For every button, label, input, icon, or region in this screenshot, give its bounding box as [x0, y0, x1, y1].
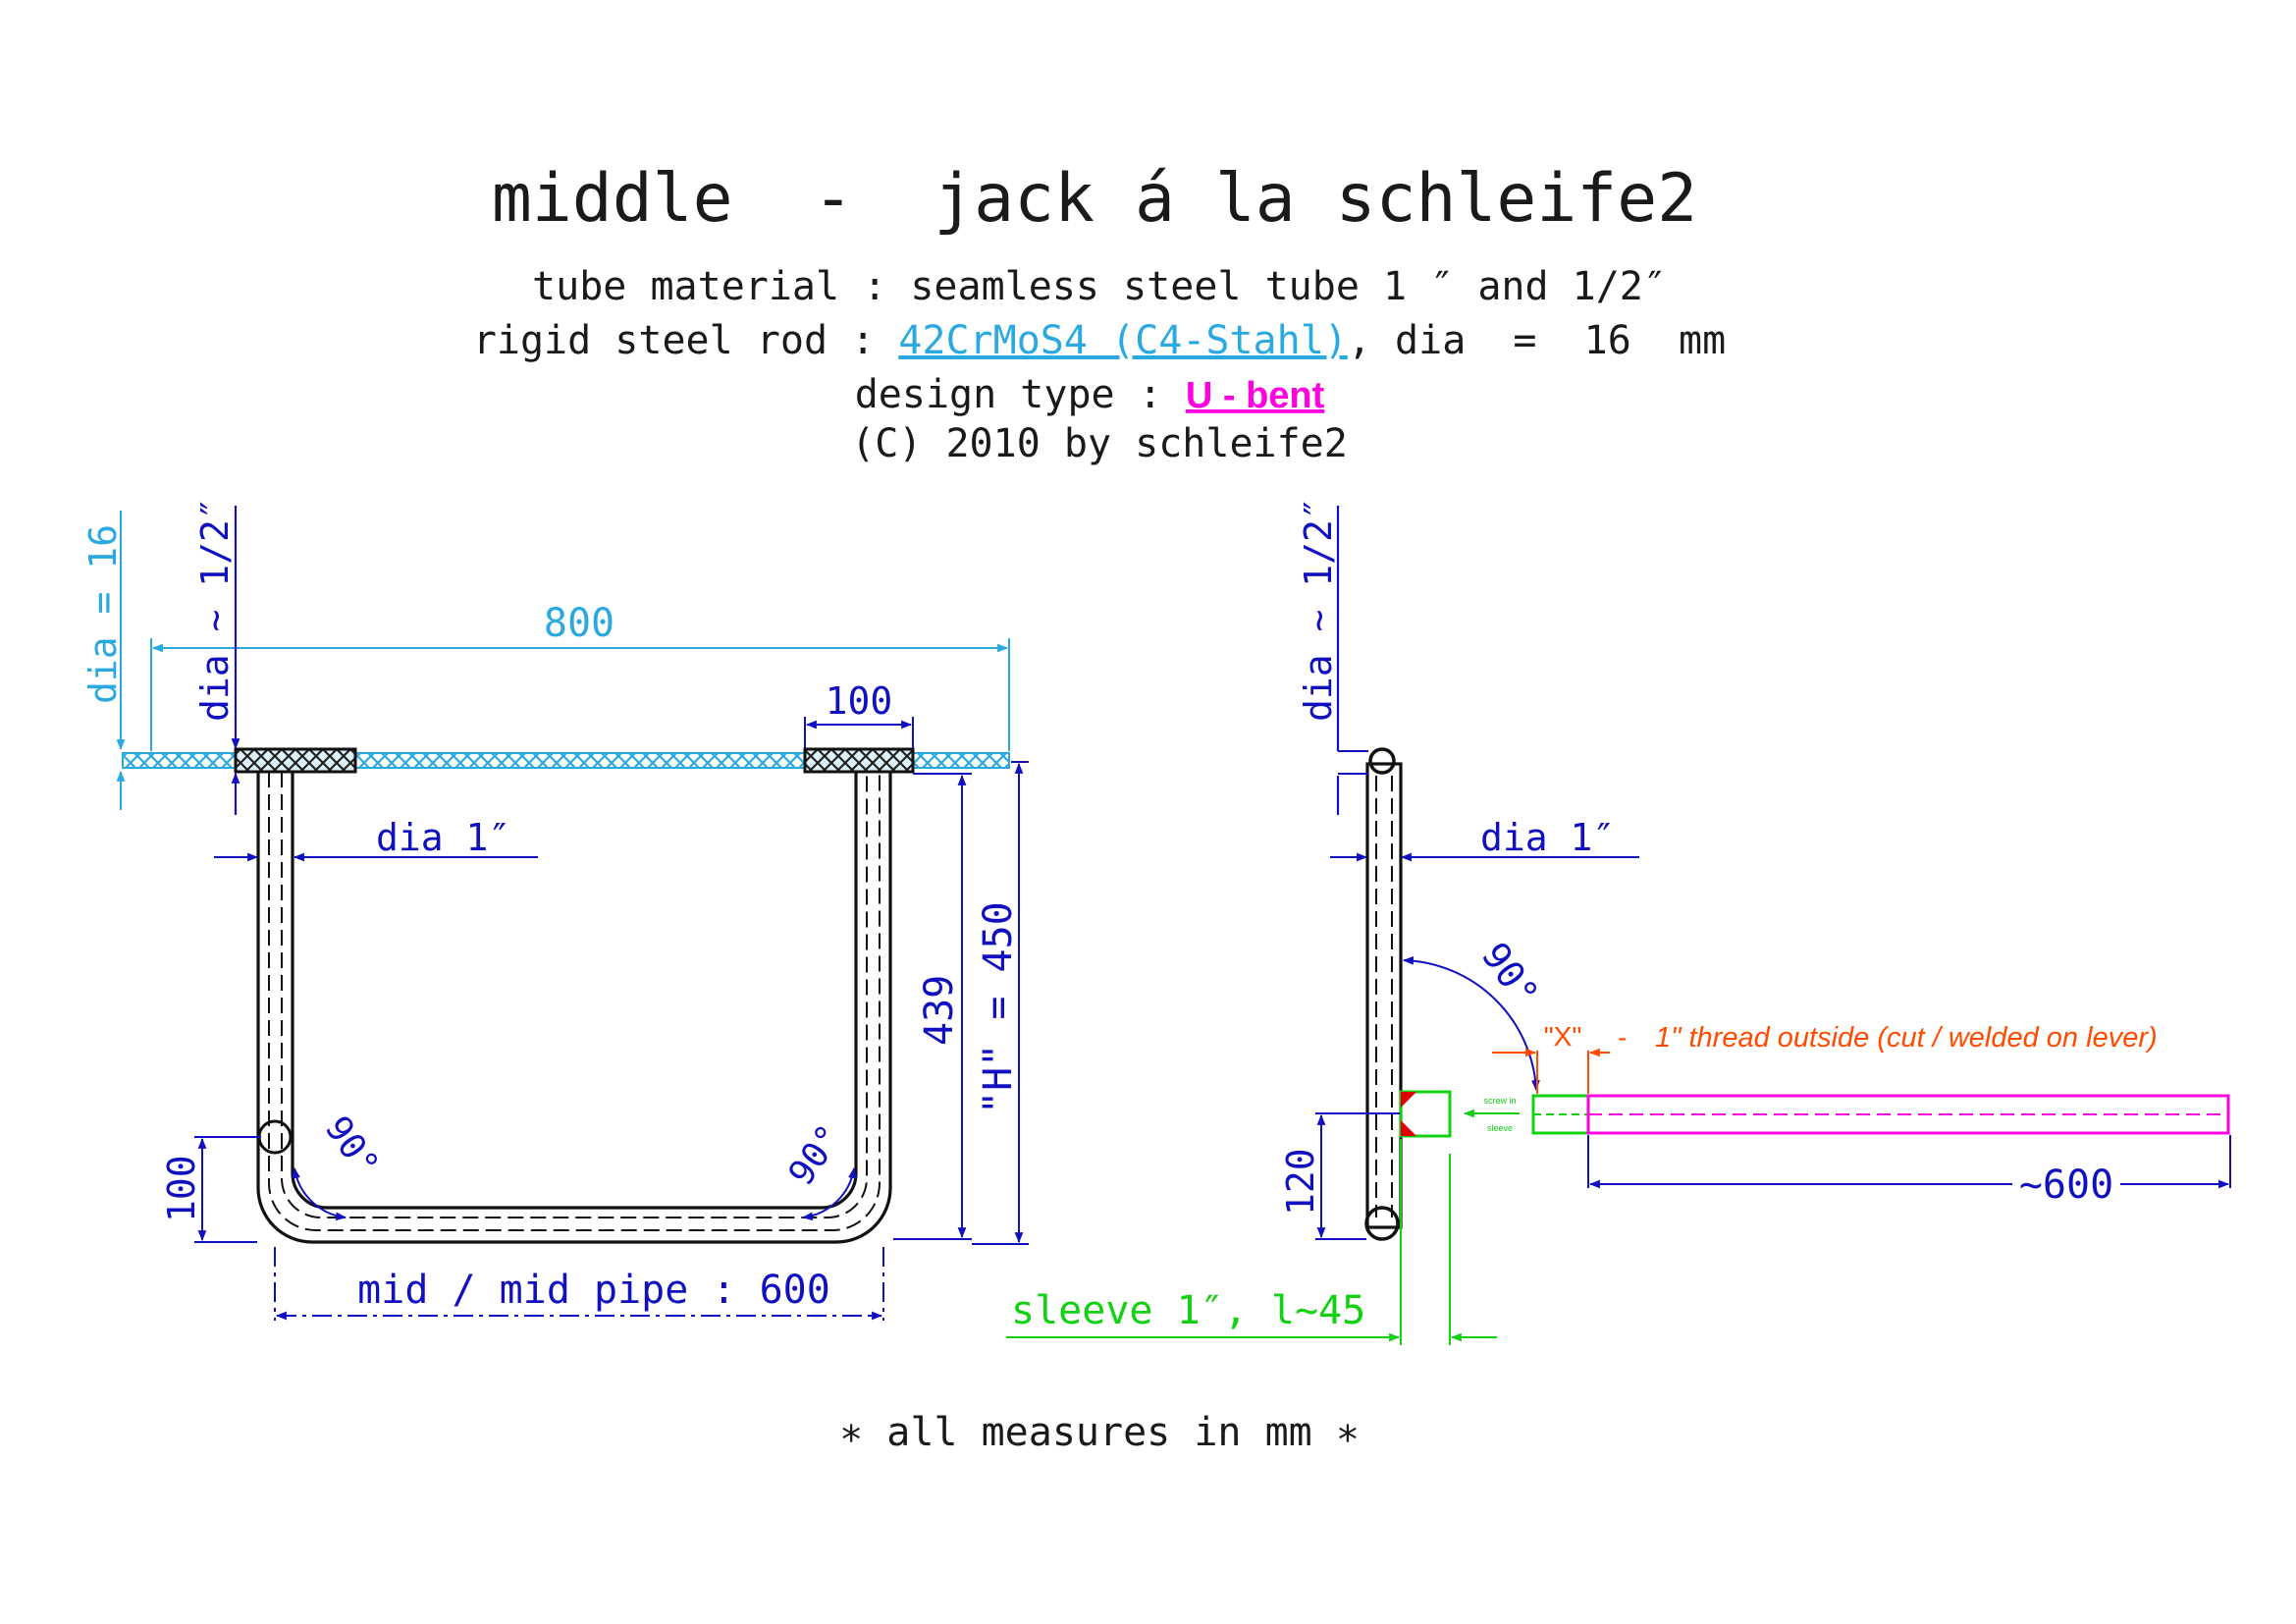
dia-rod-label: dia = 16 — [81, 524, 125, 704]
side-view: dia ~ 1/2″ dia 1″ 90° screw in sleeve "X… — [1006, 497, 2231, 1345]
side-angle-label: 90° — [1473, 935, 1547, 1014]
side-angle-arc — [1402, 955, 1540, 1092]
rod-material-link[interactable]: 42CrMoS4 (C4-Stahl) — [898, 318, 1348, 363]
footer-note: ∗ all measures in mm ∗ — [839, 1410, 1360, 1455]
tube-material-line: tube material : seamless steel tube 1 ″ … — [532, 264, 1667, 309]
copyright-line: (C) 2010 by schleife2 — [851, 421, 1348, 466]
x-label: "X" — [1544, 1021, 1582, 1052]
sleeve-label: sleeve 1″, l~45 — [1011, 1288, 1365, 1333]
dia-half-label: dia ~ 1/2″ — [193, 497, 237, 722]
weld-bottom — [1401, 1120, 1416, 1136]
bend-100-label: 100 — [160, 1155, 203, 1222]
weld-top — [1401, 1092, 1416, 1108]
angle-arc-left — [292, 1166, 347, 1221]
sleeve-small-label: sleeve — [1487, 1123, 1513, 1133]
dia1-label: dia 1″ — [376, 816, 510, 859]
length-800-label: 800 — [544, 601, 614, 646]
design-prefix: design type : — [855, 372, 1186, 417]
sleeve-on-tube — [1399, 1090, 1452, 1138]
angle-right-label: 90° — [781, 1117, 851, 1193]
sleeve-100-label: 100 — [826, 679, 893, 723]
side-tube — [1365, 762, 1403, 1229]
angle-arc-right — [801, 1166, 857, 1221]
side-dia-half-label: dia ~ 1/2″ — [1297, 497, 1340, 722]
design-type-link[interactable]: U - bent — [1186, 375, 1325, 416]
height-439-label: 439 — [917, 975, 962, 1046]
angle-left-label: 90° — [317, 1110, 387, 1185]
lever-600-label: ~600 — [2019, 1163, 2113, 1208]
rod-sleeve-right — [803, 747, 915, 774]
design-type-line: design type : U - bent — [855, 372, 1325, 417]
side-dia1-label: dia 1″ — [1480, 816, 1615, 859]
thread-note: 1" thread outside (cut / welded on lever… — [1655, 1022, 2158, 1054]
front-view: dia = 16 800 dia ~ 1/2″ 100 dia 1″ 439 "… — [81, 497, 1029, 1321]
screw-in-label: screw in — [1483, 1096, 1516, 1106]
u-tube-wall-dashed-inner — [281, 772, 868, 1218]
height-120-label: 120 — [1279, 1148, 1322, 1216]
side-tube-section-bottom — [1364, 1206, 1400, 1241]
mid-pipe-label: mid / mid pipe : 600 — [357, 1268, 830, 1313]
rod-prefix: rigid steel rod : — [473, 318, 898, 363]
rod-line: rigid steel rod : 42CrMoS4 (C4-Stahl), d… — [473, 318, 1726, 363]
height-h-label: "H" = 450 — [976, 901, 1021, 1114]
u-tube-outer — [256, 772, 892, 1244]
drawing-title: middle - jack á la schleife2 — [492, 160, 1697, 238]
bend-point-circle — [257, 1119, 293, 1155]
rod-suffix: , dia = 16 mm — [1348, 318, 1726, 363]
rod-sleeve-left — [234, 747, 357, 774]
u-tube-wall-dashed — [268, 772, 881, 1231]
x-dash: - — [1618, 1022, 1627, 1053]
side-rod-section-top — [1368, 747, 1396, 775]
